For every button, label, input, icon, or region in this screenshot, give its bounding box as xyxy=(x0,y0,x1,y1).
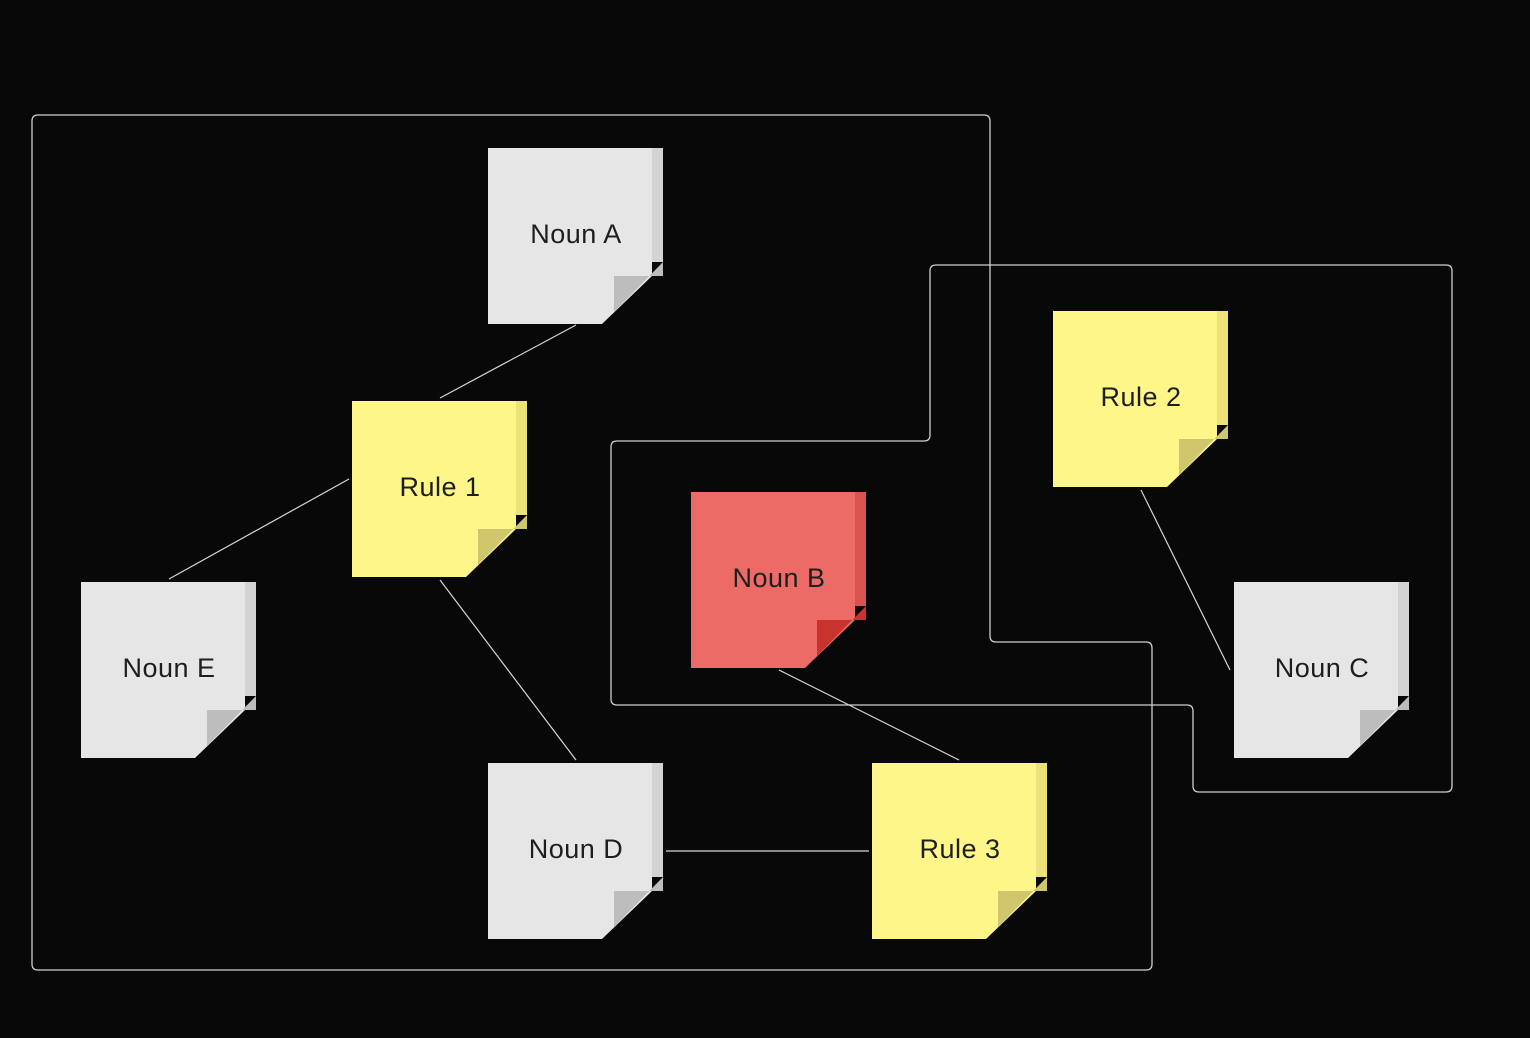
connector-rule-1-noun-d xyxy=(439,579,577,761)
connector-rule-1-noun-e xyxy=(168,478,350,580)
connector-rule-1-noun-a xyxy=(439,324,577,399)
note-label-rule-2: Rule 2 xyxy=(1100,382,1181,412)
note-edge xyxy=(516,401,527,515)
sticky-note-noun-a[interactable]: Noun A xyxy=(488,148,663,324)
sticky-note-rule-3[interactable]: Rule 3 xyxy=(872,763,1047,939)
connector-noun-b-rule-3 xyxy=(778,669,960,761)
sticky-note-rule-1[interactable]: Rule 1 xyxy=(352,401,527,577)
connector-rule-2-noun-c xyxy=(1140,489,1231,671)
note-label-noun-b: Noun B xyxy=(732,563,825,593)
note-curl xyxy=(614,877,663,927)
note-face xyxy=(872,763,1036,939)
note-label-noun-e: Noun E xyxy=(122,653,215,683)
note-curl xyxy=(207,696,256,746)
group-outline-rule-1 xyxy=(31,114,1153,971)
sticky-note-rule-2[interactable]: Rule 2 xyxy=(1053,311,1228,487)
sticky-note-noun-c[interactable]: Noun C xyxy=(1234,582,1409,758)
note-face xyxy=(1053,311,1217,487)
note-curl xyxy=(817,606,866,656)
note-face xyxy=(691,492,855,668)
note-curl xyxy=(1179,425,1228,475)
note-edge xyxy=(652,763,663,877)
note-edge xyxy=(1398,582,1409,696)
note-curl xyxy=(1360,696,1409,746)
note-face xyxy=(352,401,516,577)
note-curl xyxy=(478,515,527,565)
note-face xyxy=(488,763,652,939)
note-face xyxy=(488,148,652,324)
sticky-note-noun-e[interactable]: Noun E xyxy=(81,582,256,758)
note-edge xyxy=(855,492,866,606)
note-label-rule-1: Rule 1 xyxy=(399,472,480,502)
sticky-note-noun-b[interactable]: Noun B xyxy=(691,492,866,668)
note-label-rule-3: Rule 3 xyxy=(919,834,1000,864)
note-curl xyxy=(614,262,663,312)
note-edge xyxy=(652,148,663,262)
note-edge xyxy=(245,582,256,696)
group-outline-rule-2 xyxy=(610,264,1453,793)
note-edge xyxy=(1036,763,1047,877)
note-edge xyxy=(1217,311,1228,425)
note-curl xyxy=(998,877,1047,927)
sticky-note-noun-d[interactable]: Noun D xyxy=(488,763,663,939)
note-face xyxy=(1234,582,1398,758)
note-label-noun-a: Noun A xyxy=(530,219,622,249)
note-label-noun-c: Noun C xyxy=(1275,653,1370,683)
note-face xyxy=(81,582,245,758)
note-label-noun-d: Noun D xyxy=(529,834,624,864)
